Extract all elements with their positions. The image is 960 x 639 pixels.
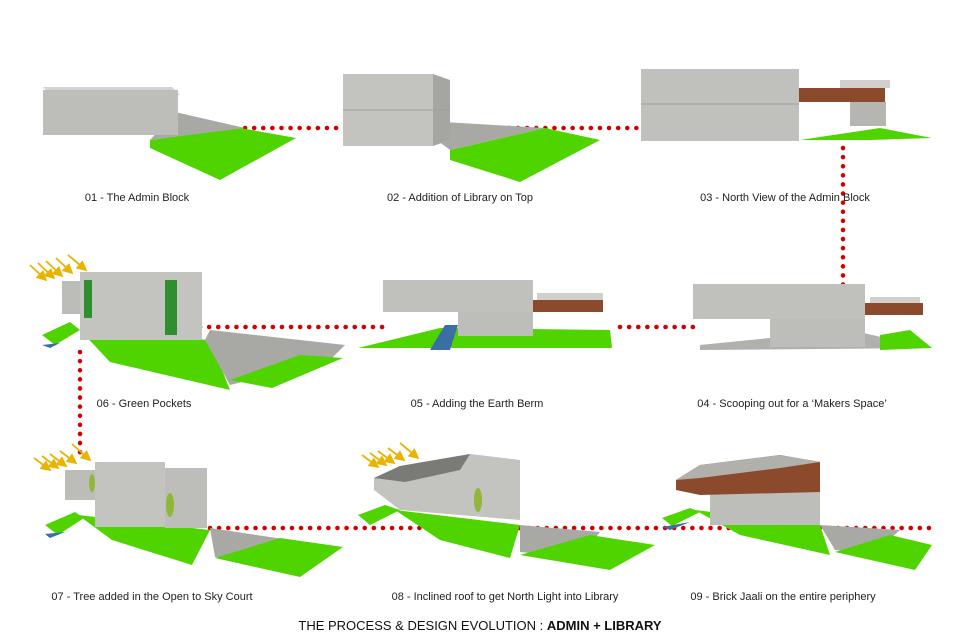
library-block: [693, 284, 865, 319]
green-lawn: [835, 535, 932, 570]
earth-berm: [395, 510, 520, 558]
block: [95, 462, 165, 527]
green-lawn: [150, 128, 296, 180]
water-channel: [42, 338, 70, 348]
library-block: [383, 280, 533, 312]
tree: [166, 493, 174, 517]
green-lawn: [215, 538, 343, 577]
tree: [89, 474, 95, 492]
green-wall: [165, 280, 177, 335]
brick-band: [799, 88, 885, 102]
green-pocket: [358, 505, 400, 525]
diagram-title: THE PROCESS & DESIGN EVOLUTION : ADMIN +…: [298, 618, 661, 633]
green-pocket: [45, 512, 84, 535]
earth-berm: [358, 328, 612, 348]
water-channel: [662, 518, 700, 530]
caption-step-06: 06 - Green Pockets: [96, 398, 192, 410]
green-pocket: [42, 322, 80, 345]
caption-step-05: 05 - Adding the Earth Berm: [410, 398, 544, 410]
caption-step-08: 08 - Inclined roof to get North Light in…: [391, 591, 619, 603]
inclined-roof: [676, 455, 820, 480]
green-lawn: [230, 355, 343, 388]
step-08-model: [358, 442, 655, 570]
green-lawn: [450, 128, 600, 182]
green-lawn: [800, 128, 932, 140]
title-prefix: THE PROCESS & DESIGN EVOLUTION :: [298, 618, 547, 633]
admin-block: [770, 319, 865, 347]
caption-step-09: 09 - Brick Jaali on the entire periphery: [690, 591, 876, 603]
step-06-model: [29, 254, 345, 390]
admin-block: [458, 312, 533, 336]
green-pocket: [662, 508, 700, 526]
admin-block: [641, 69, 799, 141]
sunken-court: [205, 330, 345, 385]
water-channel: [45, 528, 75, 538]
step-03-model: [641, 69, 932, 141]
sun-rays-icon: [29, 254, 88, 282]
earth-berm: [80, 330, 230, 390]
sun-rays-icon: [361, 442, 420, 469]
sun-rays-icon: [33, 443, 92, 472]
title-emphasis: ADMIN + LIBRARY: [546, 618, 662, 633]
water-channel: [430, 325, 458, 350]
caption-step-04: 04 - Scooping out for a ‘Makers Space’: [697, 398, 887, 410]
step-04-model: [693, 284, 932, 350]
caption-step-01: 01 - The Admin Block: [84, 192, 190, 204]
green-wall: [84, 280, 92, 318]
brick-band: [533, 300, 603, 312]
admin-block: [43, 90, 178, 135]
caption-step-02: 02 - Addition of Library on Top: [387, 192, 533, 204]
green-lawn: [520, 535, 655, 570]
sunken-court: [210, 528, 290, 560]
step-05-model: [358, 280, 612, 350]
caption-step-07: 07 - Tree added in the Open to Sky Court: [51, 591, 253, 603]
step-09-model: [662, 455, 932, 570]
step-01-model: [43, 87, 296, 180]
block: [80, 272, 202, 340]
caption-step-03: 03 - North View of the Admin Block: [700, 192, 870, 204]
step-02-model: [343, 74, 600, 182]
inclined-roof: [374, 454, 470, 482]
green-lawn: [880, 330, 932, 350]
step-07-model: [33, 443, 343, 577]
brick-band: [865, 303, 923, 315]
tree: [474, 488, 482, 512]
